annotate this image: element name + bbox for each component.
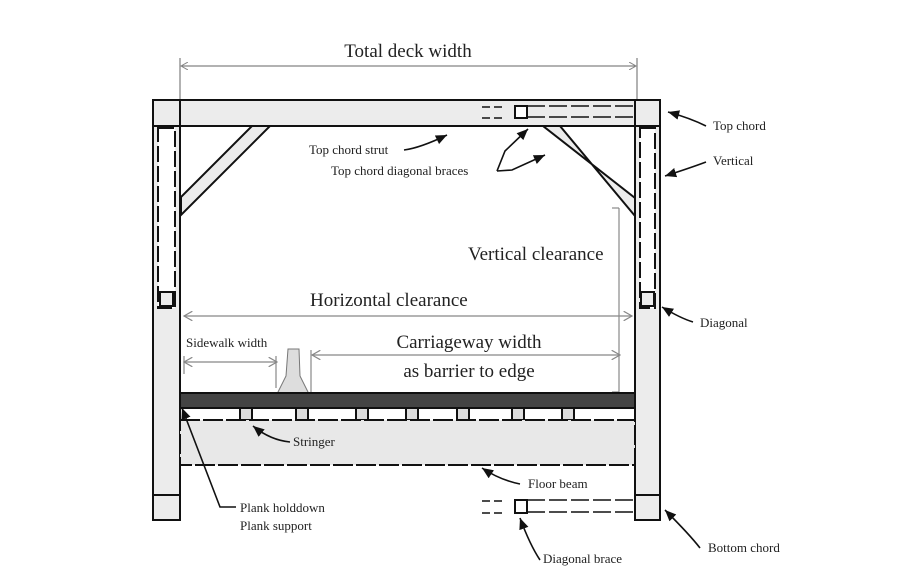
top-chord-strut-label: Top chord strut	[309, 142, 389, 157]
top-chord-bracing-detail	[482, 105, 635, 119]
floor-beam	[179, 419, 636, 466]
bottom-chord-label: Bottom chord	[708, 540, 780, 555]
right-top-chord-diagonal-brace	[540, 125, 636, 219]
plank-holddown-label: Plank holddown	[240, 500, 325, 515]
horizontal-clearance-label: Horizontal clearance	[310, 290, 468, 311]
stringer-label: Stringer	[293, 434, 336, 449]
right-post	[634, 99, 661, 521]
left-post	[152, 99, 181, 521]
total-deck-width-dimension	[179, 58, 638, 100]
stringers	[239, 407, 575, 421]
vertical-clearance-dimension	[612, 207, 620, 393]
diagonal-label: Diagonal	[700, 315, 748, 330]
plank-support-label: Plank support	[240, 518, 312, 533]
carriageway-width-label: Carriageway width	[396, 332, 542, 353]
vertical-label: Vertical	[713, 153, 754, 168]
top-chord-label: Top chord	[713, 118, 766, 133]
bottom-chord-bracing-detail	[482, 499, 635, 514]
floor-beam-label: Floor beam	[528, 476, 588, 491]
barrier	[277, 348, 309, 396]
left-top-chord-diagonal-brace	[180, 125, 273, 218]
top-chord	[177, 99, 638, 127]
vertical-clearance-label: Vertical clearance	[468, 244, 604, 265]
leader-lines	[181, 110, 707, 561]
carriageway-width-dimension	[310, 350, 620, 392]
sidewalk-width-dimension	[184, 356, 277, 388]
sidewalk-width-label: Sidewalk width	[186, 335, 268, 350]
carriageway-width-note: as barrier to edge	[403, 361, 534, 382]
top-chord-diagonal-braces-label: Top chord diagonal braces	[331, 163, 468, 178]
total-deck-width-label: Total deck width	[344, 41, 472, 62]
deck-planks	[179, 392, 636, 409]
diagonal-brace-label: Diagonal brace	[543, 551, 622, 566]
